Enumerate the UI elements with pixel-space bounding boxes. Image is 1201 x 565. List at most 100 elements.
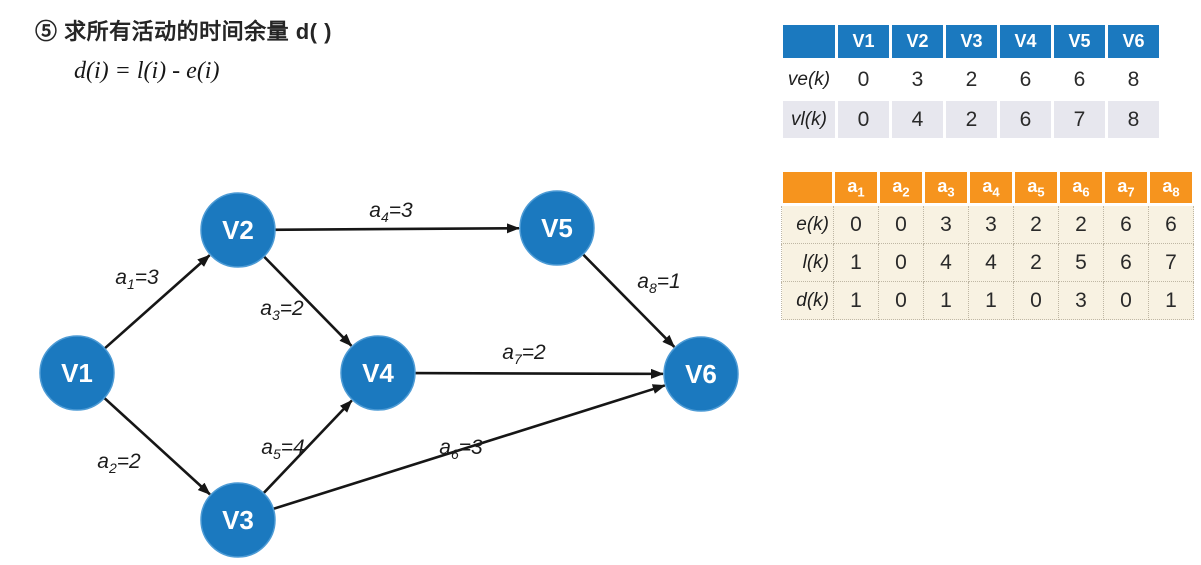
data-cell: 2 bbox=[1058, 204, 1104, 244]
activity-table-corner bbox=[780, 169, 835, 206]
edge-label-a2: a2=2 bbox=[97, 450, 141, 476]
vertex-col-header-V3: V3 bbox=[946, 25, 997, 58]
activity-col-header-a6: a6 bbox=[1057, 169, 1105, 206]
data-cell: 7 bbox=[1054, 101, 1105, 138]
activity-col-header-a3: a3 bbox=[922, 169, 970, 206]
edge-a6 bbox=[267, 384, 666, 512]
data-cell: 8 bbox=[1108, 101, 1159, 138]
data-cell: 0 bbox=[838, 101, 889, 138]
edge-label-a5: a5=4 bbox=[261, 436, 304, 462]
data-cell: 7 bbox=[1148, 243, 1194, 282]
vertex-table-corner bbox=[783, 25, 835, 58]
data-cell: 0 bbox=[833, 204, 879, 244]
data-cell: 8 bbox=[1108, 61, 1159, 98]
activity-col-header-a4: a4 bbox=[967, 169, 1015, 206]
data-cell: 2 bbox=[946, 61, 997, 98]
data-cell: 2 bbox=[1013, 204, 1059, 244]
node-V2 bbox=[200, 192, 276, 268]
node-V1 bbox=[39, 335, 115, 411]
edge-label-a8: a8=1 bbox=[637, 270, 680, 296]
node-V5 bbox=[519, 190, 595, 266]
slack-formula: d(i) = l(i) - e(i) bbox=[74, 58, 220, 84]
activity-col-header-a2: a2 bbox=[877, 169, 925, 206]
vertex-col-header-V1: V1 bbox=[838, 25, 889, 58]
data-cell: 0 bbox=[838, 61, 889, 98]
data-cell: 6 bbox=[1148, 204, 1194, 244]
data-cell: 4 bbox=[968, 243, 1014, 282]
activity-col-header-a7: a7 bbox=[1102, 169, 1150, 206]
edge-a5 bbox=[258, 399, 353, 499]
data-cell: 1 bbox=[833, 281, 879, 320]
node-label-V3: V3 bbox=[222, 505, 254, 535]
data-cell: 0 bbox=[878, 204, 924, 244]
edge-label-a7: a7=2 bbox=[502, 341, 546, 367]
data-cell: 1 bbox=[923, 281, 969, 320]
edge-a4 bbox=[268, 223, 521, 234]
activity-col-header-a5: a5 bbox=[1012, 169, 1060, 206]
row-label: e(k) bbox=[781, 204, 834, 244]
data-cell: 1 bbox=[1148, 281, 1194, 320]
data-cell: 3 bbox=[923, 204, 969, 244]
data-cell: 1 bbox=[968, 281, 1014, 320]
vertex-col-header-V6: V6 bbox=[1108, 25, 1159, 58]
node-label-V4: V4 bbox=[362, 358, 394, 388]
data-cell: 4 bbox=[892, 101, 943, 138]
activity-col-header-a1: a1 bbox=[832, 169, 880, 206]
vertex-col-header-V4: V4 bbox=[1000, 25, 1051, 58]
edge-a2 bbox=[99, 392, 211, 496]
node-label-V5: V5 bbox=[541, 213, 573, 243]
node-V3 bbox=[200, 482, 276, 558]
edge-label-a3: a3=2 bbox=[260, 297, 304, 323]
data-cell: 0 bbox=[1013, 281, 1059, 320]
edge-a8 bbox=[577, 249, 676, 348]
vertex-col-header-V5: V5 bbox=[1054, 25, 1105, 58]
edge-label-a4: a4=3 bbox=[369, 199, 413, 225]
vertex-col-header-V2: V2 bbox=[892, 25, 943, 58]
data-cell: 4 bbox=[923, 243, 969, 282]
data-cell: 0 bbox=[878, 243, 924, 282]
row-label: l(k) bbox=[781, 243, 834, 282]
data-cell: 3 bbox=[968, 204, 1014, 244]
data-cell: 3 bbox=[892, 61, 943, 98]
edge-a1 bbox=[99, 254, 211, 354]
data-cell: 5 bbox=[1058, 243, 1104, 282]
row-label: d(k) bbox=[781, 281, 834, 320]
data-cell: 3 bbox=[1058, 281, 1104, 320]
node-label-V1: V1 bbox=[61, 358, 93, 388]
data-cell: 6 bbox=[1054, 61, 1105, 98]
node-label-V6: V6 bbox=[685, 359, 717, 389]
data-cell: 6 bbox=[1000, 101, 1051, 138]
data-cell: 0 bbox=[1103, 281, 1149, 320]
edge-a3 bbox=[258, 251, 353, 347]
data-cell: 0 bbox=[878, 281, 924, 320]
edge-a7 bbox=[408, 368, 665, 379]
data-cell: 6 bbox=[1103, 243, 1149, 282]
data-cell: 2 bbox=[1013, 243, 1059, 282]
data-cell: 6 bbox=[1103, 204, 1149, 244]
data-cell: 1 bbox=[833, 243, 879, 282]
node-V4 bbox=[340, 335, 416, 411]
row-label: ve(k) bbox=[783, 61, 835, 98]
data-cell: 2 bbox=[946, 101, 997, 138]
node-label-V2: V2 bbox=[222, 215, 254, 245]
activity-col-header-a8: a8 bbox=[1147, 169, 1195, 206]
page-title: ⑤ 求所有活动的时间余量 d( ) bbox=[35, 19, 332, 44]
row-label: vl(k) bbox=[783, 101, 835, 138]
node-V6 bbox=[663, 336, 739, 412]
data-cell: 6 bbox=[1000, 61, 1051, 98]
edge-label-a6: a6=3 bbox=[439, 436, 483, 462]
